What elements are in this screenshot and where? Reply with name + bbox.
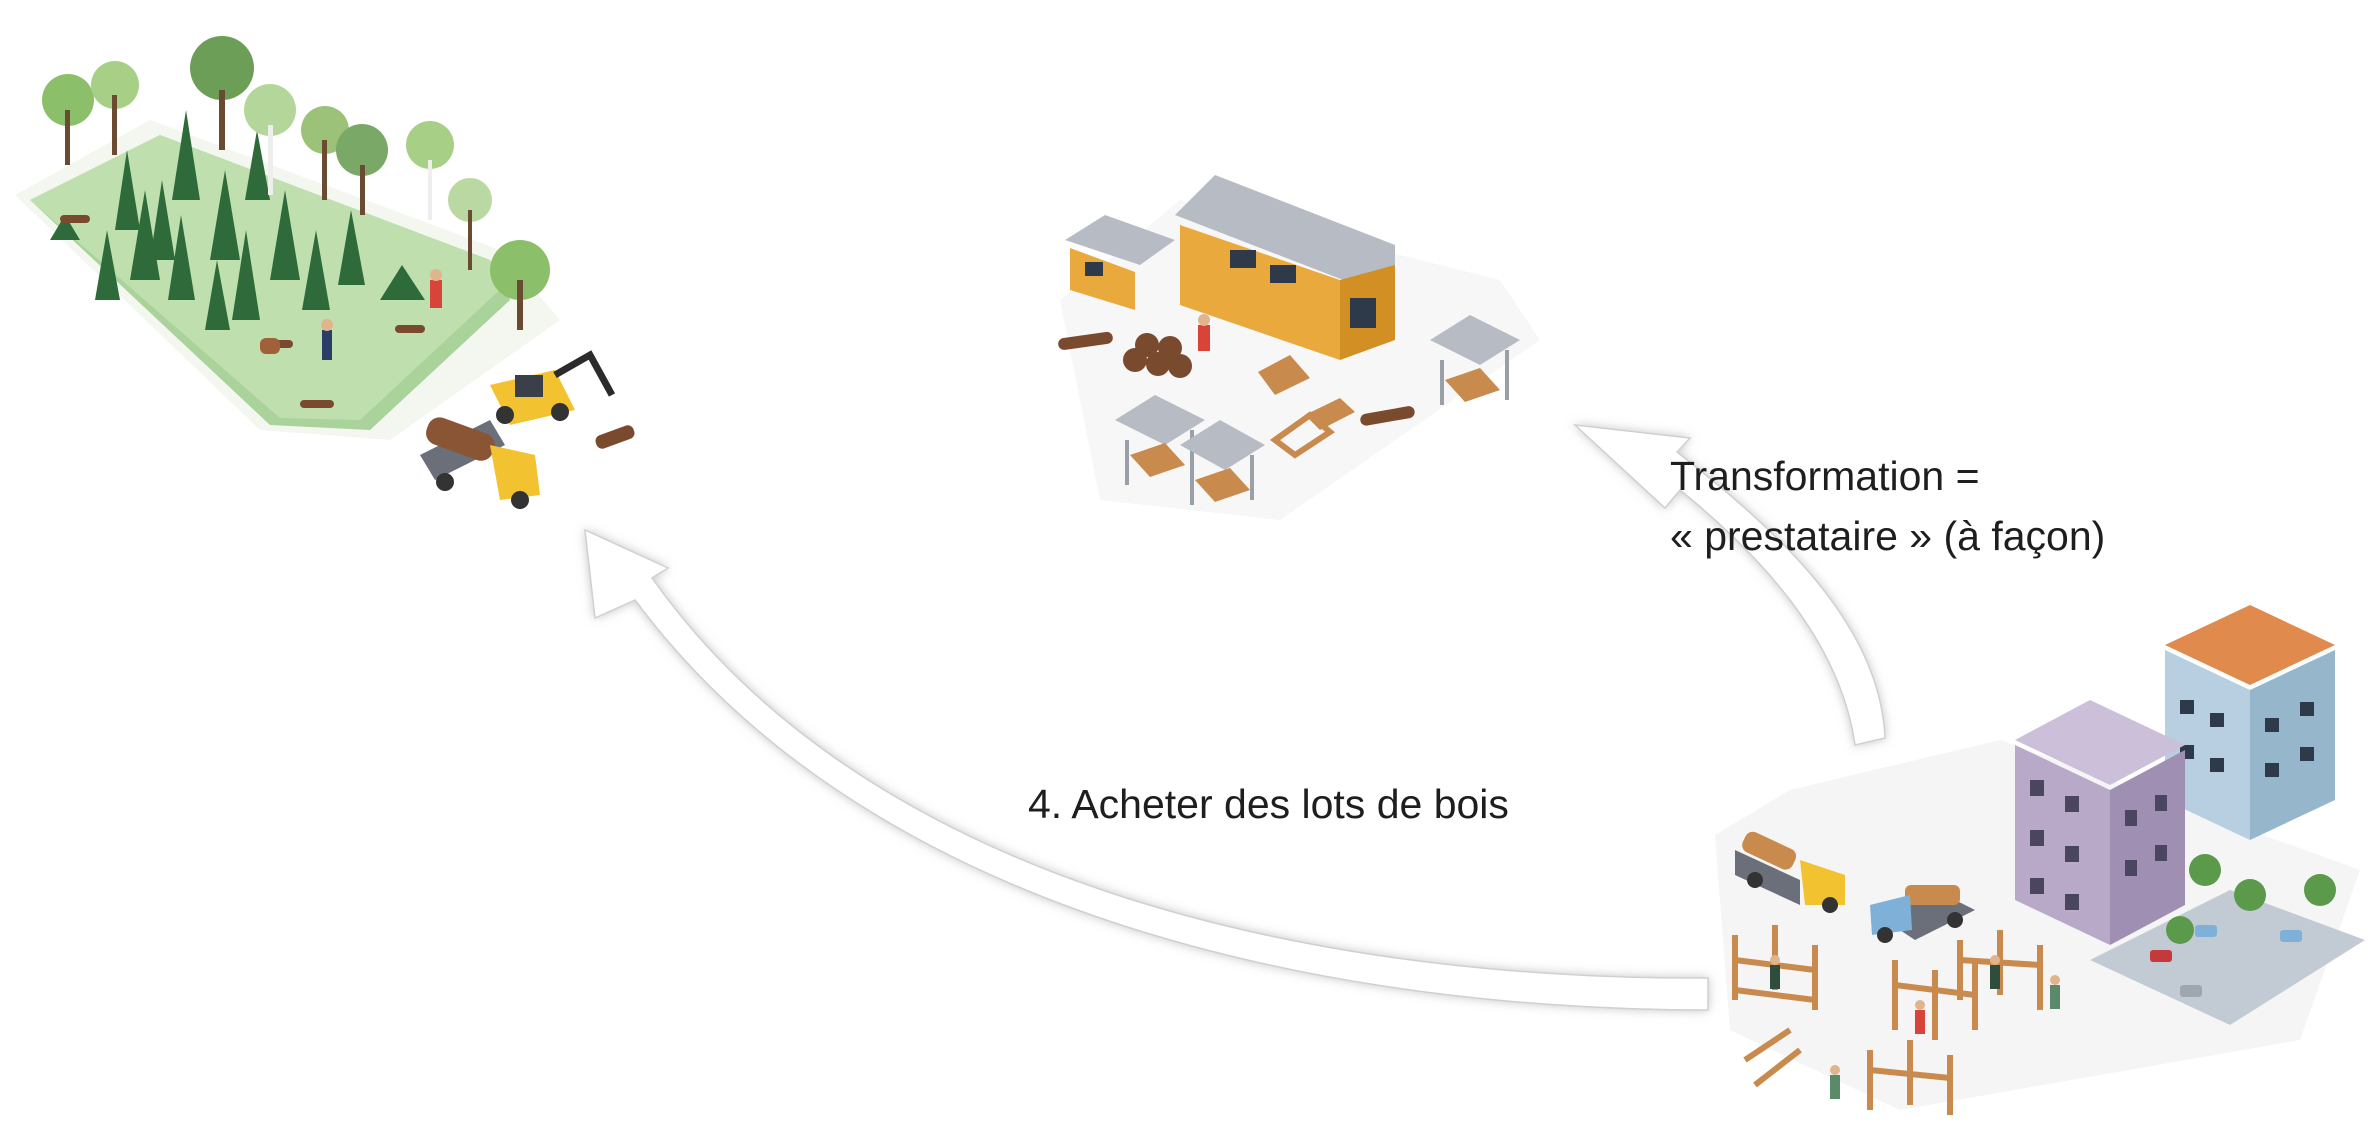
lumberjacks bbox=[321, 269, 442, 360]
deciduous-trees bbox=[42, 36, 550, 330]
transformation-label-line2: « prestataire » (à façon) bbox=[1670, 513, 2106, 559]
transformation-label-line1: Transformation = bbox=[1670, 453, 1980, 499]
sawmill-main-hall bbox=[1175, 175, 1395, 360]
site-trucks bbox=[1735, 831, 1975, 943]
plank-stacks bbox=[1258, 355, 1355, 459]
site-workers bbox=[1770, 955, 2060, 1099]
conifer-trees bbox=[50, 110, 425, 330]
arrow-buy-lots bbox=[584, 528, 1709, 1011]
log-pile-sawmill bbox=[1058, 331, 1415, 426]
timber-frames bbox=[1732, 925, 2043, 1115]
parking-lot bbox=[2090, 890, 2365, 1025]
storage-sheds bbox=[1115, 315, 1520, 505]
arrow-transformation bbox=[1572, 423, 1886, 746]
timber-truck bbox=[420, 417, 540, 509]
construction-site-scene bbox=[1715, 605, 2365, 1115]
sawmill-worker bbox=[1198, 314, 1210, 351]
office-building-blue bbox=[2165, 605, 2335, 840]
log-piles bbox=[60, 215, 425, 408]
log-loader-machine bbox=[490, 350, 616, 425]
sawmill-side-hut bbox=[1065, 215, 1175, 310]
buy-lots-label: 4. Acheter des lots de bois bbox=[1028, 781, 1509, 827]
site-trees bbox=[2166, 854, 2336, 944]
office-building-purple bbox=[2015, 700, 2185, 945]
sawmill-scene bbox=[1058, 175, 1540, 520]
forest-scene bbox=[15, 36, 635, 509]
